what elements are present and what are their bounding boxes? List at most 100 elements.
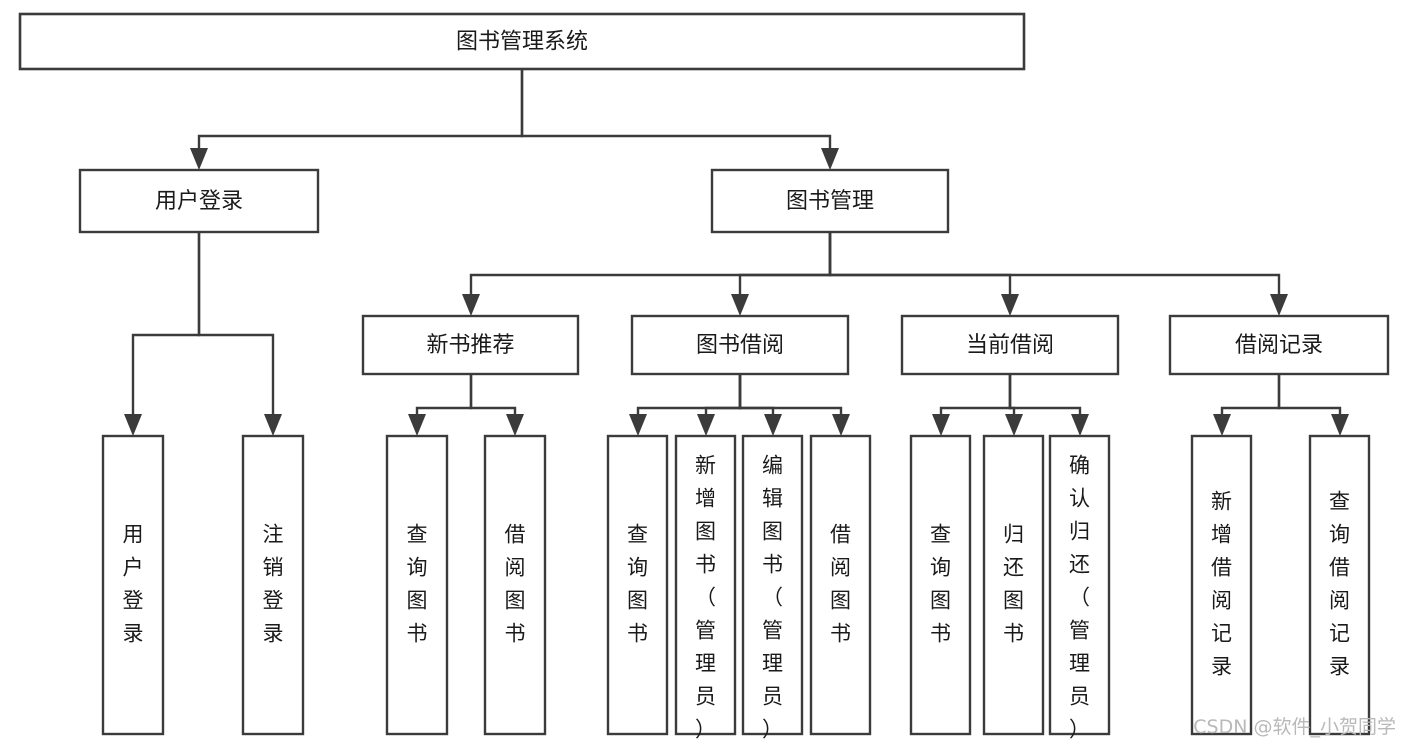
node-box-l3_3[interactable] — [1168, 314, 1390, 376]
node-box-root[interactable] — [18, 12, 1026, 71]
connector-l2_1-to-l3_2 — [828, 232, 1012, 298]
node-l2_1[interactable]: 图书管理 — [710, 168, 950, 234]
connector-l3_1-to-leaf_6 — [738, 374, 775, 418]
node-leaf_4[interactable]: 查询图书 — [606, 434, 669, 736]
node-label-root: 图书管理系统 — [456, 30, 588, 55]
node-label-leaf_8: 查询图书 — [930, 523, 951, 646]
node-box-l3_2[interactable] — [900, 314, 1120, 376]
connector-l2_1-to-l3_0 — [469, 232, 832, 298]
node-box-leaf_6[interactable] — [741, 434, 804, 736]
node-leaf_11[interactable]: 新增借阅记录 — [1190, 434, 1253, 736]
connector-root-to-l2_0 — [197, 69, 524, 152]
arrow-head-icon-3 — [731, 294, 749, 316]
node-leaf_6[interactable]: 编辑图书（管理员） — [741, 434, 804, 742]
connector-l3_2-to-leaf_8 — [939, 374, 1012, 418]
arrow-head-icon-7 — [264, 414, 282, 436]
arrow-head-icon-14 — [932, 414, 950, 436]
arrow-head-icon-13 — [832, 414, 850, 436]
node-box-leaf_2[interactable] — [385, 434, 449, 736]
node-label-l3_0: 新书推荐 — [426, 333, 514, 358]
node-label-leaf_5: 新增图书（管理员） — [695, 454, 716, 742]
connector-l3_3-to-leaf_11 — [1220, 374, 1281, 418]
arrow-head-icon-2 — [462, 294, 480, 316]
arrow-head-icon-18 — [1331, 414, 1349, 436]
node-box-leaf_0[interactable] — [101, 434, 165, 736]
connector-l2_0-to-leaf_0 — [131, 232, 201, 418]
node-box-leaf_5[interactable] — [674, 434, 737, 736]
connector-l3_2-to-leaf_10 — [1008, 374, 1082, 418]
node-label-l3_2: 当前借阅 — [966, 333, 1054, 358]
node-label-leaf_1: 注销登录 — [263, 523, 284, 646]
node-box-leaf_8[interactable] — [909, 434, 972, 736]
node-root[interactable]: 图书管理系统 — [18, 12, 1026, 71]
node-label-l3_3: 借阅记录 — [1235, 333, 1323, 358]
arrow-head-icon-10 — [629, 414, 647, 436]
arrow-head-icon-17 — [1213, 414, 1231, 436]
node-label-l3_1: 图书借阅 — [696, 333, 784, 358]
node-label-leaf_11: 新增借阅记录 — [1211, 490, 1232, 679]
node-box-leaf_9[interactable] — [982, 434, 1045, 736]
node-label-leaf_3: 借阅图书 — [505, 523, 526, 646]
connector-l3_3-to-leaf_12 — [1277, 374, 1342, 418]
node-l2_0[interactable]: 用户登录 — [78, 168, 320, 234]
connector-l3_1-to-leaf_7 — [738, 374, 843, 418]
connector-l3_1-to-leaf_4 — [636, 374, 742, 418]
node-box-leaf_3[interactable] — [483, 434, 547, 736]
arrow-head-icon-16 — [1071, 414, 1089, 436]
arrow-head-icon-6 — [124, 414, 142, 436]
node-box-leaf_1[interactable] — [241, 434, 305, 736]
node-box-leaf_7[interactable] — [809, 434, 872, 736]
node-l3_0[interactable]: 新书推荐 — [361, 314, 580, 376]
node-box-leaf_4[interactable] — [606, 434, 669, 736]
node-leaf_2[interactable]: 查询图书 — [385, 434, 449, 736]
node-label-leaf_12: 查询借阅记录 — [1329, 490, 1350, 679]
arrow-head-icon-11 — [697, 414, 715, 436]
connector-layer — [124, 69, 1349, 436]
connector-l2_0-to-leaf_1 — [197, 232, 275, 418]
node-leaf_12[interactable]: 查询借阅记录 — [1308, 434, 1371, 736]
node-leaf_1[interactable]: 注销登录 — [241, 434, 305, 736]
connector-l2_1-to-l3_1 — [738, 232, 832, 298]
arrow-head-icon-1 — [821, 148, 839, 170]
node-label-leaf_7: 借阅图书 — [830, 523, 851, 646]
node-box-leaf_11[interactable] — [1190, 434, 1253, 736]
node-box-l3_0[interactable] — [361, 314, 580, 376]
arrow-head-icon-12 — [764, 414, 782, 436]
node-box-l3_1[interactable] — [630, 314, 850, 376]
node-label-leaf_2: 查询图书 — [407, 523, 428, 646]
arrow-head-icon-0 — [190, 148, 208, 170]
node-leaf_10[interactable]: 确认归还（管理员） — [1048, 434, 1111, 742]
connector-l2_1-to-l3_3 — [828, 232, 1281, 298]
node-label-leaf_9: 归还图书 — [1003, 523, 1024, 646]
connector-l3_1-to-leaf_5 — [704, 374, 742, 418]
node-box-l2_0[interactable] — [78, 168, 320, 234]
node-leaf_3[interactable]: 借阅图书 — [483, 434, 547, 736]
node-box-leaf_10[interactable] — [1048, 434, 1111, 736]
node-l3_2[interactable]: 当前借阅 — [900, 314, 1120, 376]
arrow-head-icon-4 — [1001, 294, 1019, 316]
node-leaf_5[interactable]: 新增图书（管理员） — [674, 434, 737, 742]
connector-root-to-l2_1 — [520, 69, 832, 152]
node-label-l2_1: 图书管理 — [786, 189, 874, 214]
node-l3_3[interactable]: 借阅记录 — [1168, 314, 1390, 376]
node-label-l2_0: 用户登录 — [155, 189, 243, 214]
node-l3_1[interactable]: 图书借阅 — [630, 314, 850, 376]
connector-l3_0-to-leaf_3 — [469, 374, 517, 418]
node-label-leaf_10: 确认归还（管理员） — [1069, 454, 1090, 742]
arrow-head-icon-9 — [506, 414, 524, 436]
arrow-head-icon-5 — [1270, 294, 1288, 316]
node-leaf_0[interactable]: 用户登录 — [101, 434, 165, 736]
node-label-leaf_6: 编辑图书（管理员） — [762, 454, 783, 742]
node-box-l2_1[interactable] — [710, 168, 950, 234]
node-leaf_7[interactable]: 借阅图书 — [809, 434, 872, 736]
arrow-head-icon-15 — [1005, 414, 1023, 436]
connector-l3_0-to-leaf_2 — [415, 374, 473, 418]
arrow-head-icon-8 — [408, 414, 426, 436]
node-leaf_8[interactable]: 查询图书 — [909, 434, 972, 736]
node-box-leaf_12[interactable] — [1308, 434, 1371, 736]
node-label-leaf_4: 查询图书 — [627, 523, 648, 646]
node-leaf_9[interactable]: 归还图书 — [982, 434, 1045, 736]
csdn-watermark: CSDN @软件_小贺同学 — [1193, 716, 1396, 738]
node-label-leaf_0: 用户登录 — [123, 523, 144, 646]
